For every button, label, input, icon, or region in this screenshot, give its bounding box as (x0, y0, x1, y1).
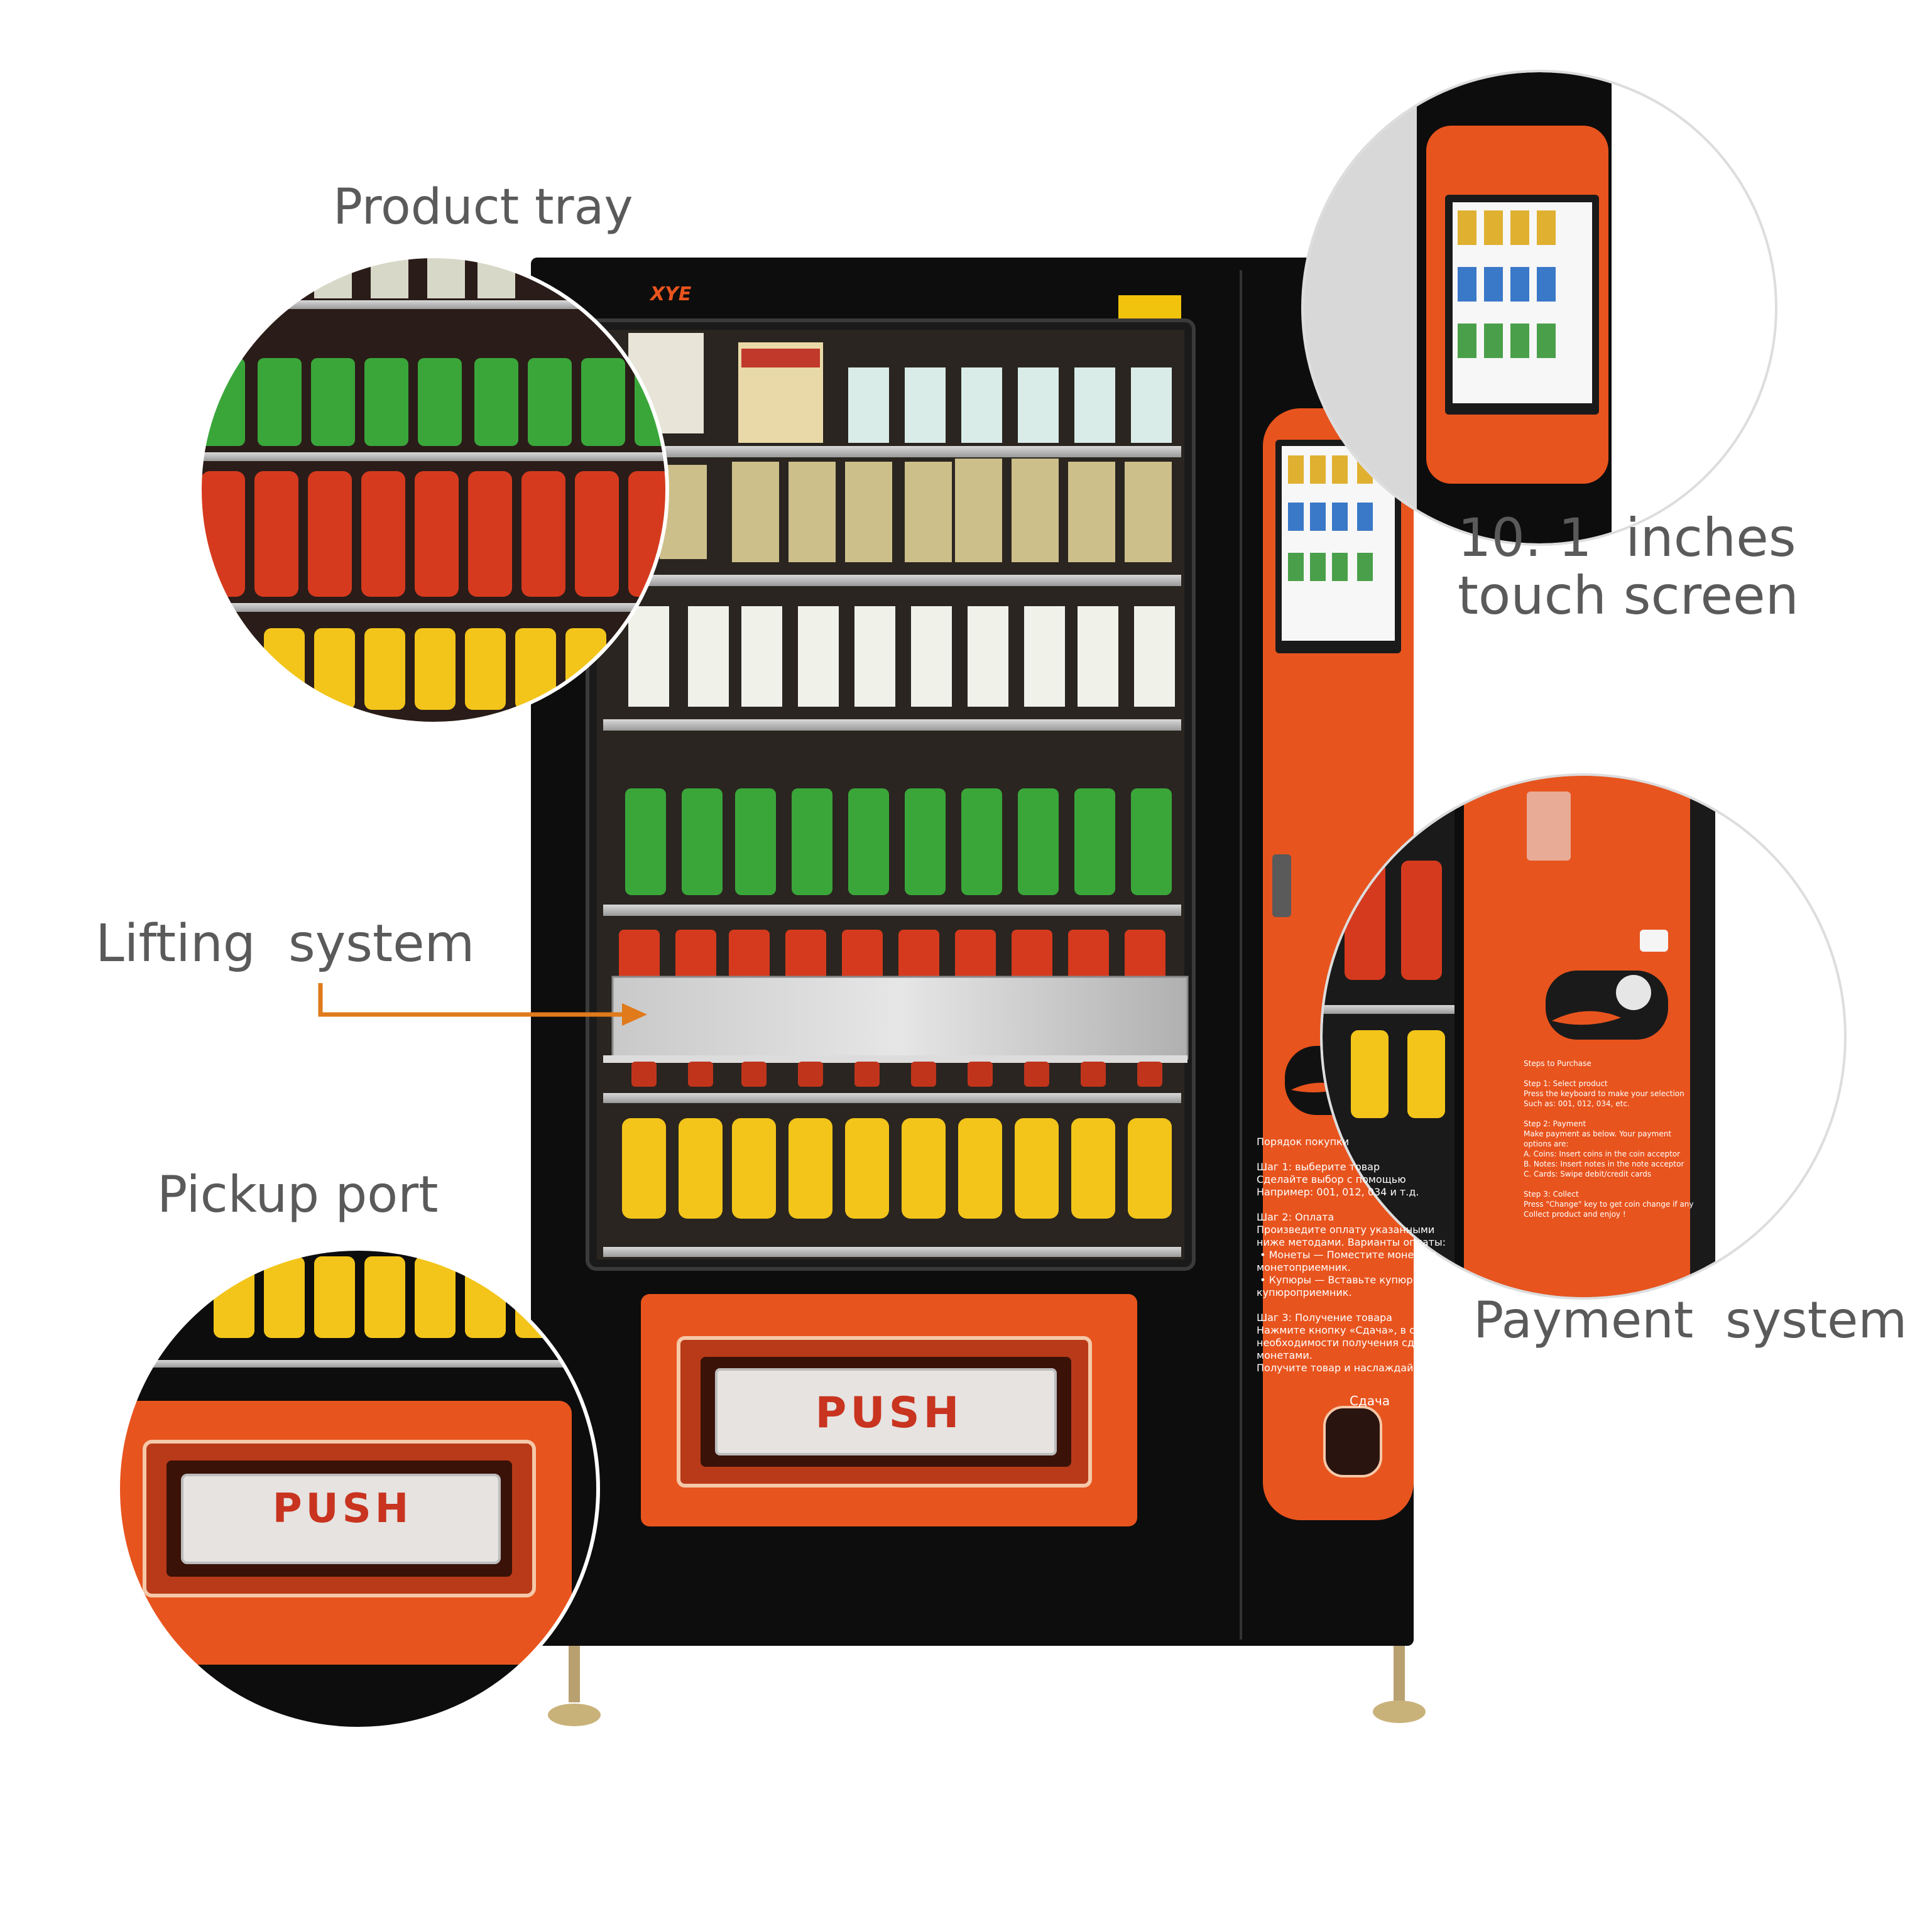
zoom-push-label: PUSH (272, 1486, 413, 1532)
touch-screen[interactable] (1288, 455, 1373, 581)
brand-logo: XYE (649, 283, 692, 305)
svg-text:XYE: XYE (649, 283, 692, 305)
lifting-system-label: Lifting system (96, 914, 475, 974)
purchase-steps-ru: Порядок покупки Шаг 1: выберите товар Сд… (1257, 1136, 1446, 1374)
shelf-row-5 (619, 930, 1165, 980)
shelf-row-4 (603, 788, 1181, 916)
lifting-platform (603, 976, 1189, 1063)
zoom-payment-system (1320, 773, 1847, 1300)
pickup-port[interactable] (641, 1294, 1137, 1526)
product-tray-label: Product tray (333, 179, 633, 236)
shelf-row-6 (603, 1118, 1181, 1257)
door-lock[interactable] (1272, 854, 1291, 917)
product-shelves (603, 333, 1189, 1257)
payment-system-label: Payment system (1473, 1291, 1907, 1349)
zoom-touch-screen (1301, 70, 1777, 546)
lifting-arrow (318, 983, 647, 1026)
shelf-row-3 (603, 606, 1181, 731)
touch-screen-label: 10. 1 inches touch screen (1458, 507, 1799, 626)
push-label: PUSH (815, 1388, 963, 1438)
machine-feet (548, 1633, 1426, 1726)
pickup-port-label: Pickup port (157, 1165, 439, 1224)
zoom-product-tray (198, 254, 669, 726)
purchase-steps-en: Steps to Purchase Step 1: Select product… (1524, 1059, 1694, 1219)
change-label: Сдача (1350, 1393, 1390, 1408)
